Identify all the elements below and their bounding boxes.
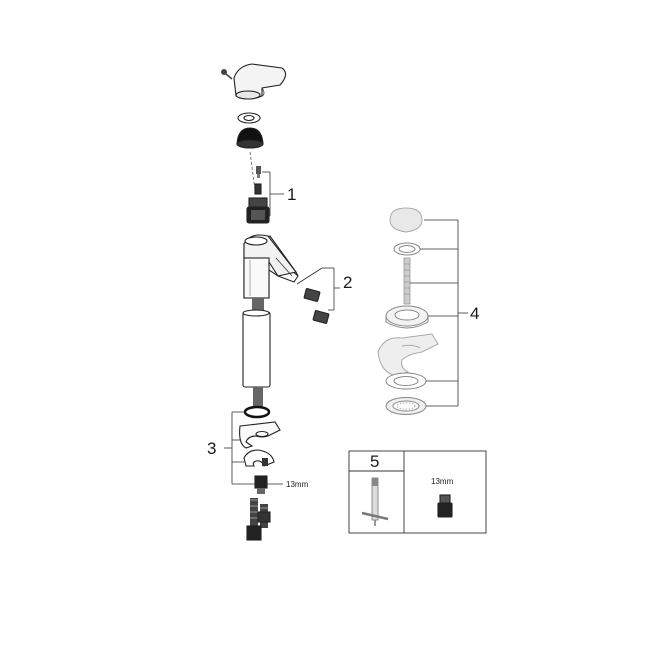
body-sleeve: [242, 309, 271, 388]
callout-3: 3: [207, 439, 216, 458]
basin-section: [377, 333, 439, 377]
callout-1: 1: [287, 185, 296, 204]
mounting-nut: [254, 475, 283, 494]
aerator-parts: [296, 267, 330, 324]
cartridge: [246, 197, 270, 224]
callout-2: 2: [343, 273, 352, 292]
mounting-bracket: [239, 421, 281, 449]
supply-hoses: [246, 498, 271, 541]
callout-4: 4: [470, 304, 479, 323]
tool-box: 5 13mm: [348, 450, 487, 534]
plug-seal: [393, 242, 421, 256]
fixing-washer: [243, 449, 275, 467]
dome-cover: [236, 127, 264, 149]
tool-nut: [437, 494, 453, 518]
mounting-nut-size: 13mm: [286, 480, 309, 489]
callout-4-leader: [410, 219, 468, 407]
callout-2-leader: [322, 267, 340, 311]
plug-rod: [403, 257, 411, 305]
threaded-rod-upper: [252, 298, 264, 312]
waste-flange: [385, 305, 429, 329]
lever-handle: [233, 63, 287, 100]
cartridge-screws: [249, 151, 262, 195]
threaded-rod-lower: [253, 387, 263, 407]
plug-cap: [389, 207, 423, 233]
callout-5: 5: [370, 452, 379, 471]
handle-set-screw: [221, 69, 233, 80]
callout-3-leader: [224, 411, 256, 485]
cap-ring: [237, 112, 261, 124]
waste-locknut: [385, 397, 427, 415]
o-ring: [243, 405, 271, 419]
faucet-body: [243, 234, 299, 299]
t-wrench-tool: [361, 477, 389, 526]
lower-gasket: [385, 372, 427, 390]
waste-assembly: 4: [377, 207, 479, 415]
callout-1-leader: [262, 171, 284, 217]
faucet-assembly: 1 2: [207, 63, 352, 541]
tool-nut-size: 13mm: [431, 477, 454, 486]
